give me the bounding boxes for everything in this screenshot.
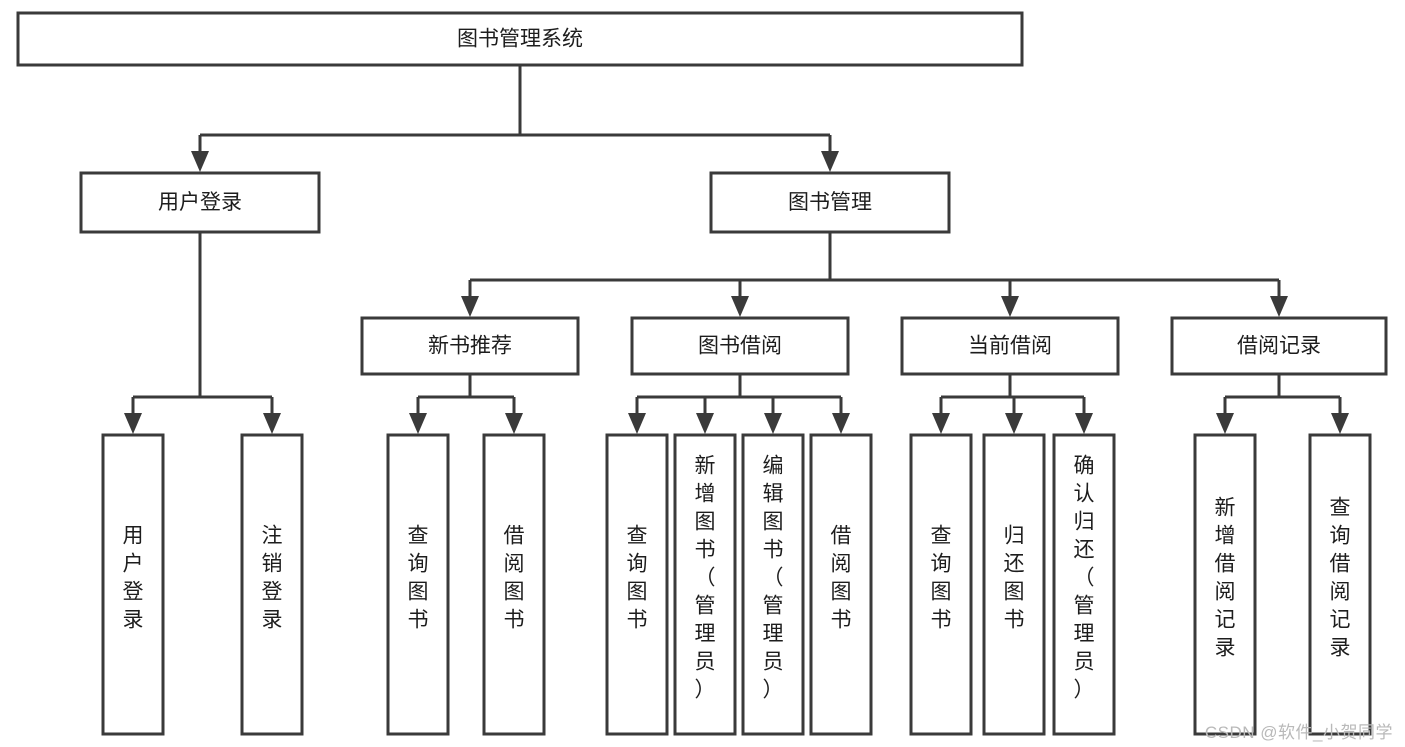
node-leaf-add-borrow-record[interactable]: 新增借阅记录 bbox=[1193, 433, 1257, 736]
node-label: 归还图书 bbox=[1004, 525, 1025, 632]
arrow-head-icon bbox=[832, 413, 850, 434]
node-box[interactable] bbox=[1193, 433, 1257, 736]
node-label: 用户登录 bbox=[158, 191, 242, 214]
node-box[interactable] bbox=[1170, 316, 1388, 376]
arrow-head-icon bbox=[461, 296, 479, 317]
node-box[interactable] bbox=[482, 433, 546, 736]
arrow-head-icon bbox=[731, 296, 749, 317]
node-leaf-query-borrow-record[interactable]: 查询借阅记录 bbox=[1308, 433, 1372, 736]
arrow-head-icon bbox=[263, 413, 281, 434]
node-label: 确认归还（管理员） bbox=[1074, 455, 1095, 702]
arrow-head-icon bbox=[1005, 413, 1023, 434]
node-box[interactable] bbox=[1052, 433, 1116, 736]
node-label: 当前借阅 bbox=[968, 335, 1052, 358]
node-leaf-edit-book[interactable]: 编辑图书（管理员） bbox=[741, 433, 805, 736]
arrow-head-icon bbox=[696, 413, 714, 434]
node-box[interactable] bbox=[741, 433, 805, 736]
node-label: 新增图书（管理员） bbox=[695, 455, 716, 702]
node-box[interactable] bbox=[360, 316, 580, 376]
node-label: 查询图书 bbox=[408, 525, 429, 632]
node-box[interactable] bbox=[982, 433, 1046, 736]
arrow-head-icon bbox=[191, 151, 209, 172]
node-label: 图书管理 bbox=[788, 191, 872, 214]
arrow-head-icon bbox=[1216, 413, 1234, 434]
node-box[interactable] bbox=[101, 433, 165, 736]
arrow-head-icon bbox=[764, 413, 782, 434]
node-current-borrow[interactable]: 当前借阅 bbox=[900, 316, 1120, 376]
node-leaf-confirm-return[interactable]: 确认归还（管理员） bbox=[1052, 433, 1116, 736]
nodes-layer: 图书管理系统用户登录图书管理新书推荐图书借阅当前借阅借阅记录用户登录注销登录查询… bbox=[16, 11, 1388, 736]
node-box[interactable] bbox=[630, 316, 850, 376]
arrow-head-icon bbox=[821, 151, 839, 172]
node-label: 用户登录 bbox=[123, 525, 144, 632]
node-leaf-logout-login[interactable]: 注销登录 bbox=[240, 433, 304, 736]
node-leaf-query-book-current[interactable]: 查询图书 bbox=[909, 433, 973, 736]
node-label: 借阅记录 bbox=[1237, 335, 1321, 358]
node-label: 查询借阅记录 bbox=[1330, 497, 1351, 660]
node-box[interactable] bbox=[1308, 433, 1372, 736]
node-box[interactable] bbox=[900, 316, 1120, 376]
node-label: 借阅图书 bbox=[831, 525, 852, 632]
node-label: 新增借阅记录 bbox=[1215, 497, 1236, 660]
node-box[interactable] bbox=[809, 433, 873, 736]
node-leaf-return-book[interactable]: 归还图书 bbox=[982, 433, 1046, 736]
node-label: 查询图书 bbox=[931, 525, 952, 632]
watermark-label: CSDN @软件_小贺同学 bbox=[1204, 723, 1393, 742]
node-label: 编辑图书（管理员） bbox=[763, 455, 784, 702]
node-box[interactable] bbox=[79, 171, 321, 234]
node-label: 新书推荐 bbox=[428, 335, 512, 358]
node-label: 借阅图书 bbox=[504, 525, 525, 632]
node-root[interactable]: 图书管理系统 bbox=[16, 11, 1024, 67]
node-leaf-user-login[interactable]: 用户登录 bbox=[101, 433, 165, 736]
node-label: 图书管理系统 bbox=[457, 28, 583, 51]
arrow-head-icon bbox=[1331, 413, 1349, 434]
node-leaf-query-book-borrow[interactable]: 查询图书 bbox=[605, 433, 669, 736]
node-book-manage[interactable]: 图书管理 bbox=[709, 171, 951, 234]
arrow-head-icon bbox=[1270, 296, 1288, 317]
node-box[interactable] bbox=[16, 11, 1024, 67]
arrow-head-icon bbox=[1001, 296, 1019, 317]
arrow-head-icon bbox=[409, 413, 427, 434]
node-label: 图书借阅 bbox=[698, 335, 782, 358]
node-box[interactable] bbox=[605, 433, 669, 736]
arrow-head-icon bbox=[1075, 413, 1093, 434]
node-borrow-record[interactable]: 借阅记录 bbox=[1170, 316, 1388, 376]
node-box[interactable] bbox=[673, 433, 737, 736]
node-book-borrow[interactable]: 图书借阅 bbox=[630, 316, 850, 376]
node-new-book-recommend[interactable]: 新书推荐 bbox=[360, 316, 580, 376]
node-leaf-query-book-rec[interactable]: 查询图书 bbox=[386, 433, 450, 736]
node-label: 查询图书 bbox=[627, 525, 648, 632]
arrow-head-icon bbox=[124, 413, 142, 434]
node-leaf-add-book[interactable]: 新增图书（管理员） bbox=[673, 433, 737, 736]
arrow-head-icon bbox=[932, 413, 950, 434]
node-box[interactable] bbox=[240, 433, 304, 736]
node-leaf-borrow-book[interactable]: 借阅图书 bbox=[809, 433, 873, 736]
node-box[interactable] bbox=[709, 171, 951, 234]
node-user-login[interactable]: 用户登录 bbox=[79, 171, 321, 234]
node-label: 注销登录 bbox=[262, 525, 283, 632]
connectors-layer bbox=[124, 65, 1349, 434]
node-box[interactable] bbox=[909, 433, 973, 736]
node-box[interactable] bbox=[386, 433, 450, 736]
node-leaf-borrow-book-rec[interactable]: 借阅图书 bbox=[482, 433, 546, 736]
arrow-head-icon bbox=[505, 413, 523, 434]
arrow-head-icon bbox=[628, 413, 646, 434]
